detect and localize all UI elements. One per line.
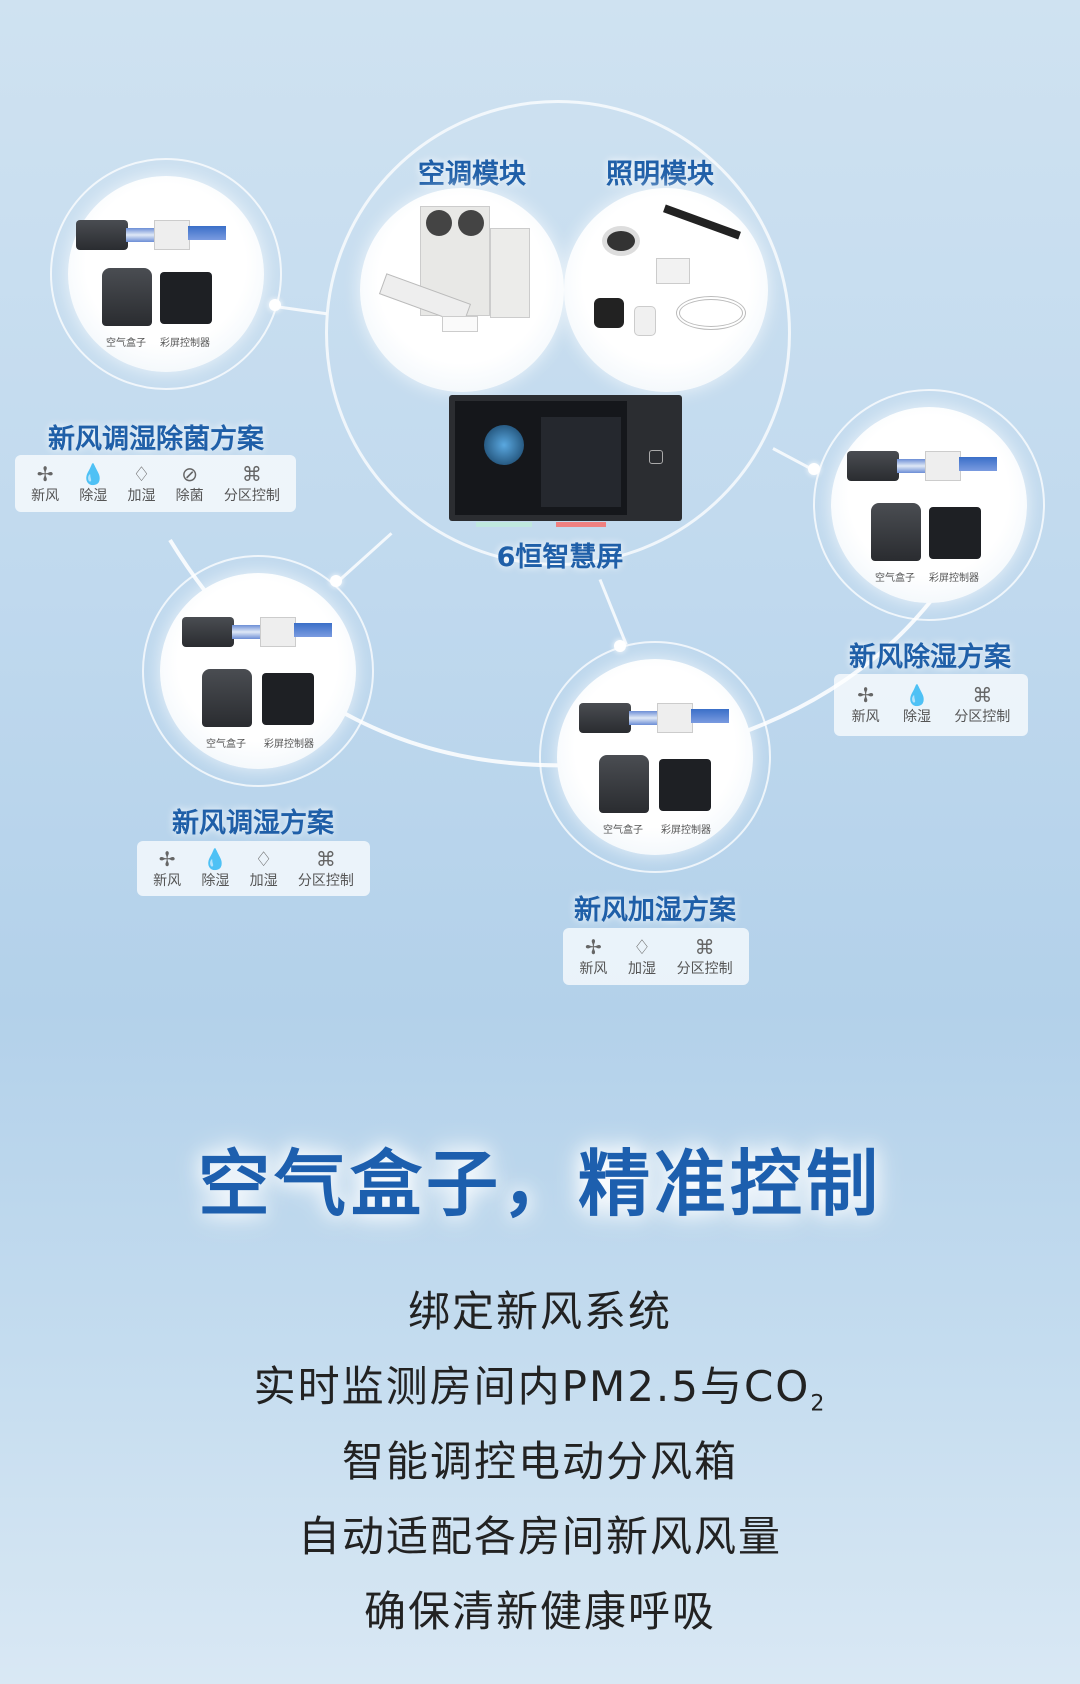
solution-product-image: 空气盒子 彩屏控制器: [831, 407, 1027, 603]
solution-ring: [142, 555, 374, 787]
feature-label: 新风: [851, 709, 880, 725]
ac-module-title: 空调模块: [418, 159, 526, 190]
center-ring: [325, 100, 791, 566]
solution-title: 新风加湿方案: [574, 895, 736, 926]
smart-screen-title: 6恒智慧屏: [496, 542, 624, 573]
ac-module-image: [360, 188, 564, 392]
sterilize-icon: ⊘: [181, 461, 199, 486]
zone-control-icon: ⌘: [972, 683, 993, 707]
feature-label: 新风: [31, 487, 60, 504]
controller-caption: 彩屏控制器: [160, 338, 210, 349]
fan-icon: ✢: [857, 683, 875, 707]
screen-accent-green: [476, 522, 532, 527]
feature-label: 除菌: [175, 487, 204, 504]
lighting-module-image: [564, 188, 768, 392]
body-line: 确保清新健康呼吸: [363, 1587, 716, 1636]
dehumidify-icon: 💧: [202, 846, 228, 871]
lighting-module-title: 照明模块: [606, 159, 714, 190]
feature-label: 加湿: [627, 960, 656, 977]
screen-accent-red: [556, 522, 606, 527]
feature-label: 加湿: [249, 872, 278, 889]
feature-label: 新风: [153, 872, 182, 889]
feature-box: ✢ 新风 💧 除湿 ⌘ 分区控制: [834, 674, 1028, 736]
humidify-icon: ♢: [132, 461, 151, 486]
feature-label: 分区控制: [297, 872, 354, 889]
body-line: 绑定新风系统: [407, 1287, 672, 1336]
controller-caption: 彩屏控制器: [929, 573, 979, 584]
body-line-text: 实时监测房间内PM2.5与CO: [253, 1362, 811, 1411]
solution-product-image: 空气盒子 彩屏控制器: [557, 659, 753, 855]
smart-screen-image: [449, 395, 682, 521]
humidify-icon: ♢: [254, 846, 273, 871]
controller-caption: 彩屏控制器: [264, 739, 314, 750]
body-line: 自动适配各房间新风风量: [297, 1512, 782, 1561]
feature-box: ✢新风 💧除湿 ♢加湿 ⌘分区控制: [137, 841, 370, 896]
dehumidify-icon: 💧: [80, 461, 106, 486]
dehumidify-icon: 💧: [904, 683, 930, 707]
solution-ring: [539, 641, 771, 873]
feature-label: 分区控制: [954, 709, 1011, 725]
zone-control-icon: ⌘: [694, 934, 715, 959]
solution-ring: [50, 158, 282, 390]
humidify-icon: ♢: [633, 934, 651, 959]
body-line: 实时监测房间内PM2.5与CO2: [0, 1353, 1080, 1416]
feature-label: 除湿: [79, 487, 108, 504]
fan-icon: ✢: [36, 461, 54, 486]
feature-label: 新风: [579, 960, 608, 977]
solution-product-image: 空气盒子 彩屏控制器: [68, 176, 264, 372]
feature-label: 分区控制: [676, 960, 733, 977]
air-box-caption: 空气盒子: [206, 739, 246, 750]
solution-title: 新风除湿方案: [849, 642, 1011, 673]
headline: 空气盒子，精准控制: [197, 1142, 882, 1226]
fan-icon: ✢: [158, 846, 176, 871]
feature-box: ✢新风 ♢加湿 ⌘分区控制: [563, 928, 749, 985]
feature-label: 除湿: [201, 872, 230, 889]
air-box-caption: 空气盒子: [106, 338, 146, 349]
co2-subscript: 2: [810, 1391, 827, 1417]
feature-label: 除湿: [902, 709, 931, 725]
feature-box: ✢新风 💧除湿 ♢加湿 ⊘除菌 ⌘分区控制: [15, 455, 296, 512]
air-box-caption: 空气盒子: [603, 825, 643, 836]
zone-control-icon: ⌘: [241, 461, 262, 486]
fan-icon: ✢: [584, 934, 602, 959]
controller-caption: 彩屏控制器: [661, 825, 711, 836]
feature-label: 加湿: [127, 487, 156, 504]
zone-control-icon: ⌘: [315, 846, 336, 871]
body-line: 智能调控电动分风箱: [341, 1437, 738, 1486]
solution-title: 新风调湿方案: [172, 808, 334, 839]
solution-product-image: 空气盒子 彩屏控制器: [160, 573, 356, 769]
solution-title: 新风调湿除菌方案: [48, 424, 264, 455]
air-box-caption: 空气盒子: [875, 573, 915, 584]
feature-label: 分区控制: [223, 487, 280, 504]
solution-ring: [813, 389, 1045, 621]
